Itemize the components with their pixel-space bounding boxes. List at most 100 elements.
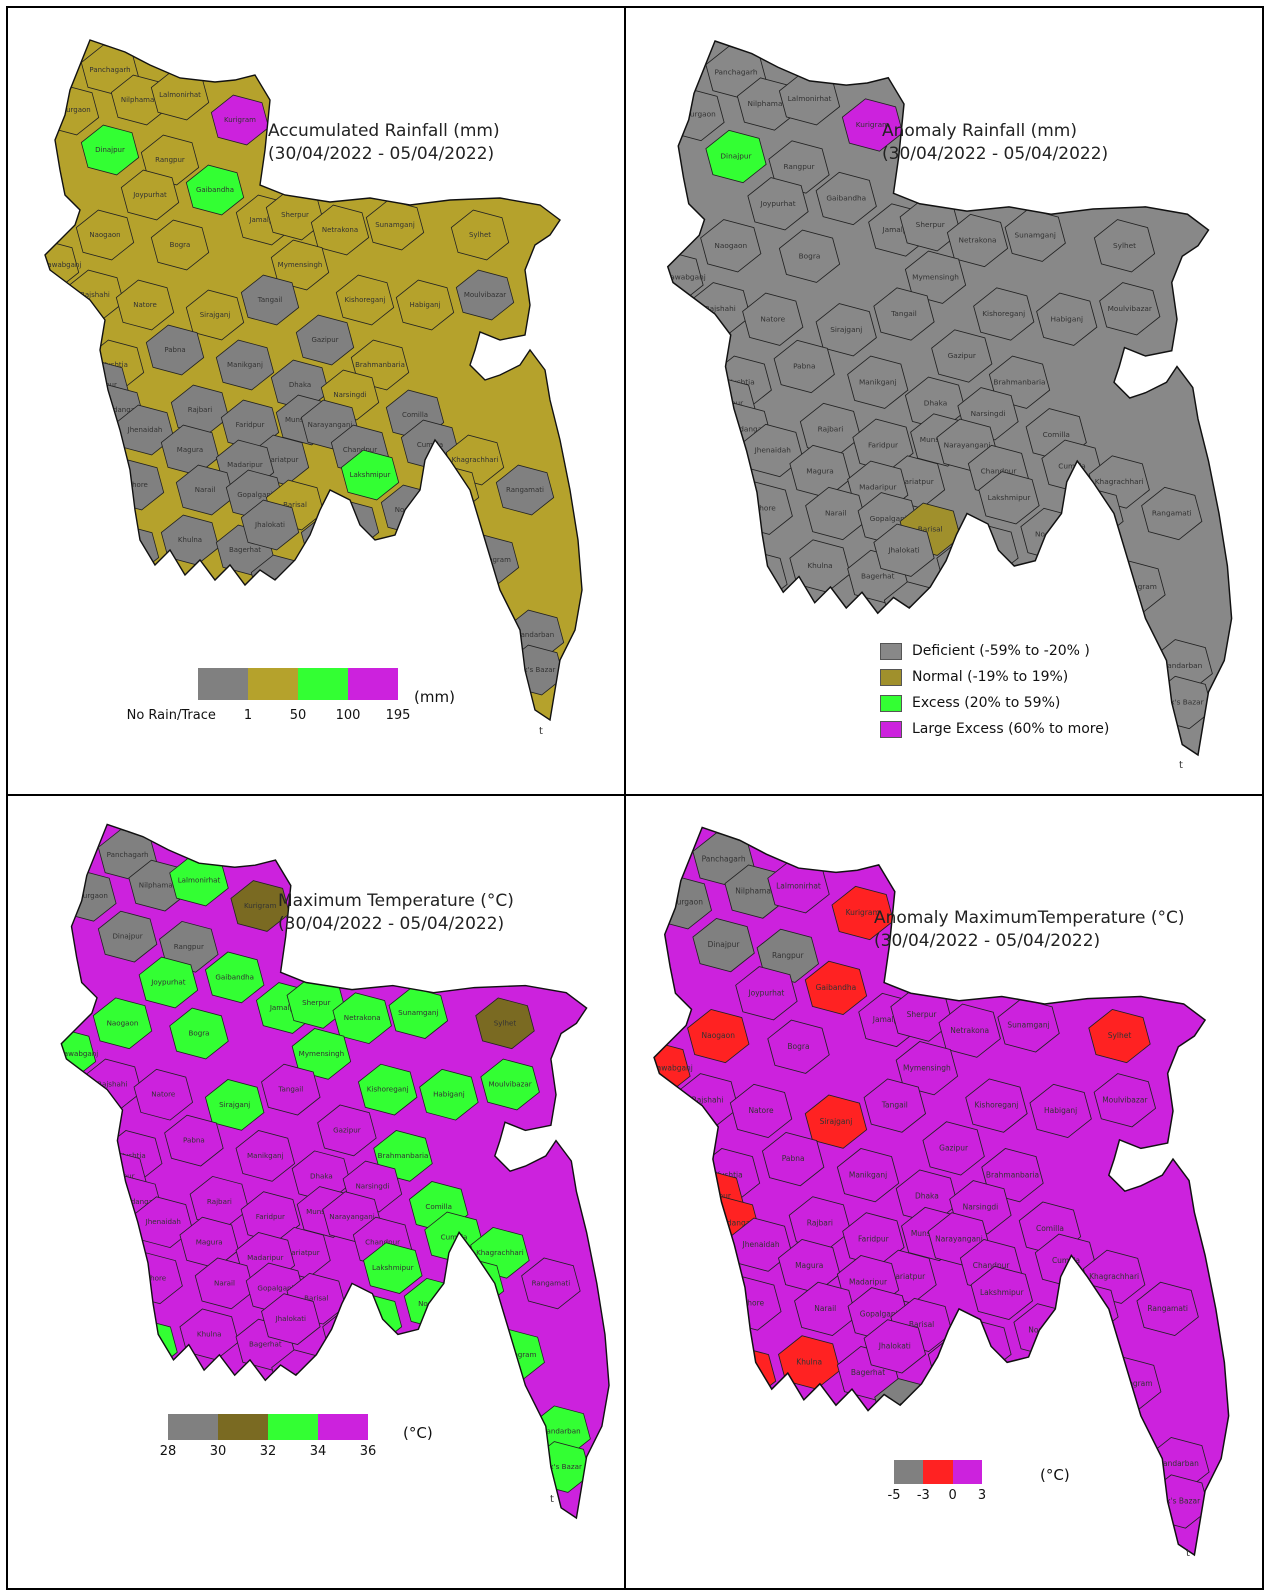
district-label: Chandpur <box>981 467 1018 476</box>
district-area <box>388 987 449 1039</box>
district-label: Gopalganj <box>257 1284 293 1293</box>
district-label: Nilphamari <box>735 887 776 896</box>
district-area <box>75 209 135 261</box>
district-label: Naogaon <box>107 1018 139 1027</box>
legend-swatch <box>880 694 902 712</box>
district-area <box>815 303 877 357</box>
horizontal-divider <box>8 794 1262 796</box>
district-label: Chuadanga <box>112 1197 153 1206</box>
district-label: Rajshahi <box>705 304 736 313</box>
district-label: Nilphamari <box>139 881 178 890</box>
district-label: Joypurhat <box>759 199 795 208</box>
district-area <box>863 1319 926 1374</box>
district-area <box>836 1148 900 1203</box>
colorbar-tick-label: 0 <box>948 1488 957 1503</box>
district-label: Dhaka <box>924 398 947 407</box>
country-border <box>60 823 610 1520</box>
district-area <box>1141 486 1203 541</box>
district-label: Pabna <box>782 1154 805 1163</box>
district-label: Sunamganj <box>1015 230 1056 239</box>
district-label: Narail <box>195 486 216 494</box>
district-label: Feni <box>1080 1304 1095 1313</box>
district-label: Bhola <box>362 1314 382 1323</box>
district-area <box>210 94 270 146</box>
district-label: Gopalganj <box>860 1309 898 1318</box>
district-label: Madaripur <box>247 1253 283 1262</box>
district-label: Moulvibazar <box>1102 1095 1148 1104</box>
district-area <box>965 1078 1028 1133</box>
colorbar-tick-label: 3 <box>977 1488 987 1503</box>
district-label: Bagerhat <box>851 1368 885 1377</box>
district-label: Thakurgaon <box>671 110 716 119</box>
temperature-colorbar <box>168 1414 368 1440</box>
district-label: Sylhet <box>494 1018 517 1027</box>
district-label: Manikganj <box>247 1151 284 1160</box>
district-label: Chapainawabganj <box>19 261 82 269</box>
district-area <box>261 1293 321 1345</box>
district-area <box>204 1079 265 1131</box>
legend-swatch <box>880 720 902 738</box>
colorbar-swatch <box>318 1414 368 1440</box>
district-label: Sherpur <box>281 211 309 219</box>
district-area <box>120 169 180 221</box>
district-label: Rangpur <box>174 942 204 951</box>
district-label: Rajshahi <box>97 1080 127 1089</box>
district-area <box>521 1257 581 1310</box>
district-area <box>1093 219 1156 273</box>
colorbar-swatch <box>923 1460 953 1484</box>
district-label: Narayanganj <box>308 421 353 429</box>
district-area <box>169 1007 229 1060</box>
district-area <box>185 289 245 341</box>
district-area <box>922 1121 985 1176</box>
district-area <box>235 1130 296 1182</box>
legend-item: Normal (-19% to 19%) <box>880 664 1109 690</box>
panel-title: Maximum Temperature (°C) (30/04/2022 - 0… <box>278 890 514 936</box>
district-label: Kurigram <box>224 116 256 124</box>
temperature-anomaly-colorbar <box>894 1460 982 1484</box>
district-label: Sylhet <box>469 231 491 239</box>
district-label: Jhenaidah <box>145 1217 181 1226</box>
district-label: Bogra <box>787 1042 809 1051</box>
district-label: Pabna <box>793 362 815 371</box>
district-label: Pabna <box>164 346 185 354</box>
legend-label: Large Excess (60% to more) <box>912 721 1110 737</box>
district-label: Feni <box>1085 509 1100 518</box>
colorbar-swatch <box>952 1460 982 1484</box>
district-label: Patuakhali <box>333 1329 370 1338</box>
district-label: Jamalpur <box>269 1003 302 1012</box>
district-label: Rangamati <box>506 486 544 494</box>
district-label: Jamalpur <box>881 225 916 234</box>
district-label: Narail <box>814 1304 836 1313</box>
district-area <box>873 287 935 341</box>
district-area <box>365 199 425 251</box>
district-label: Chapainawabganj <box>640 272 706 281</box>
district-area <box>140 134 200 186</box>
colorbar-swatch <box>894 1460 924 1484</box>
district-label: Mymensingh <box>278 261 323 269</box>
colorbar-tick-label: 36 <box>359 1444 377 1459</box>
district-label: Rajbari <box>207 1197 232 1206</box>
district-label: Bhola <box>970 1341 991 1350</box>
map-period: (30/04/2022 - 05/04/2022) <box>874 931 1101 951</box>
north-arrow-icon: t <box>539 726 543 737</box>
district-label: Barisal <box>909 1320 934 1329</box>
district-label: Natore <box>760 314 785 323</box>
district-label: Comilla <box>1043 430 1070 439</box>
district-area <box>815 171 877 226</box>
colorbar-tick-label: -3 <box>916 1488 930 1503</box>
temperature-unit: (°C) <box>403 1424 433 1442</box>
district-label: Habiganj <box>1050 314 1083 323</box>
district-area <box>455 269 515 321</box>
district-label: Brahmanbaria <box>986 1170 1039 1179</box>
district-label: Noakhali <box>1028 1325 1061 1334</box>
district-label: Satkhira <box>115 546 144 554</box>
colorbar-tick-label: 30 <box>209 1444 227 1459</box>
district-area <box>756 928 819 983</box>
district-label: Noakhali <box>395 506 426 514</box>
district-label: Dhaka <box>915 1192 939 1201</box>
district-label: Joypurhat <box>132 191 167 199</box>
district-label: Natore <box>748 1106 774 1115</box>
district-label: Gopalganj <box>237 491 273 499</box>
district-label: Chuadanga <box>720 425 762 434</box>
